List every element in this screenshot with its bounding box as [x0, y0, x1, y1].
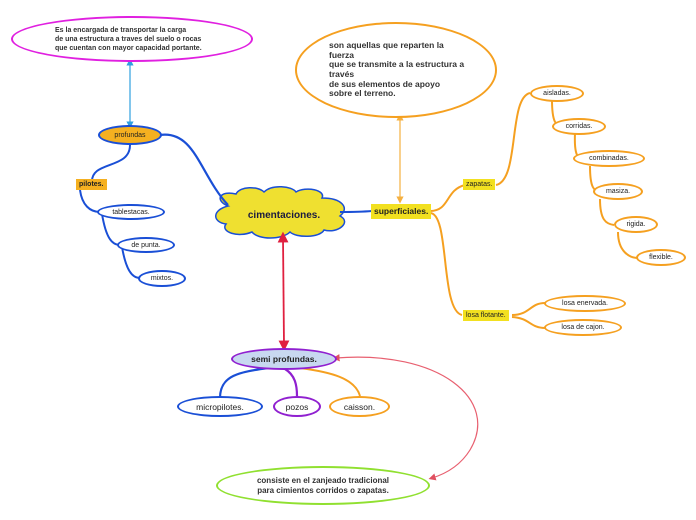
- semi-definition-text: consiste en el zanjeado tradicional para…: [256, 476, 390, 495]
- semi-item-label: micropilotes.: [196, 401, 244, 412]
- pilotes-item-label: mixtos.: [150, 275, 174, 282]
- superficiales-label: superficiales.: [374, 206, 429, 216]
- losa-item-cajon[interactable]: losa de cajon.: [544, 319, 622, 336]
- losa-item-enervada[interactable]: losa enervada.: [544, 295, 626, 312]
- pilotes-item-label: tablestacas.: [112, 208, 150, 216]
- superficiales-tag[interactable]: superficiales.: [371, 204, 432, 219]
- losa-flotante-tag[interactable]: losa flotante.: [463, 310, 509, 321]
- semi-item-label: pozos: [285, 401, 309, 412]
- zapatas-item-aisladas[interactable]: aisladas.: [530, 85, 584, 102]
- pilotes-tag[interactable]: pilotes.: [76, 179, 107, 190]
- central-cloud-shape: [215, 186, 346, 239]
- semi-item-pozos[interactable]: pozos: [273, 396, 321, 417]
- semi-item-micropilotes[interactable]: micropilotes.: [177, 396, 263, 417]
- zapatas-item-label: masiza.: [605, 188, 631, 195]
- pilotes-item-label: de punta.: [131, 241, 161, 249]
- profundas-definition[interactable]: Es la encargada de transportar la carga …: [11, 16, 253, 62]
- superficiales-definition-text: son aquellas que reparten la fuerza que …: [329, 40, 465, 99]
- losa-item-label: losa de cajon.: [561, 324, 605, 331]
- semi-profundas-label: semi profundas.: [251, 354, 317, 364]
- superficiales-definition[interactable]: son aquellas que reparten la fuerza que …: [295, 22, 497, 118]
- pilotes-label: pilotes.: [79, 181, 104, 188]
- losa-flotante-label: losa flotante.: [466, 312, 506, 319]
- semi-item-label: caisson.: [343, 401, 376, 412]
- pilotes-item-de-punta[interactable]: de punta.: [117, 237, 175, 253]
- central-label: cimentaciones.: [247, 209, 321, 221]
- zapatas-item-label: corridas.: [565, 123, 593, 130]
- zapatas-item-flexible[interactable]: flexible.: [636, 249, 686, 266]
- zapatas-item-rigida[interactable]: rigida.: [614, 216, 658, 233]
- losa-item-label: losa enervada.: [562, 300, 608, 307]
- profundas-label: profundas: [114, 131, 146, 139]
- pilotes-item-tablestacas[interactable]: tablestacas.: [97, 204, 165, 220]
- pilotes-item-mixtos[interactable]: mixtos.: [138, 270, 186, 287]
- zapatas-item-label: aisladas.: [543, 90, 571, 97]
- central-node[interactable]: cimentaciones.: [226, 198, 342, 232]
- zapatas-label: zapatas.: [466, 181, 493, 188]
- zapatas-item-combinadas[interactable]: combinadas.: [573, 150, 645, 167]
- semi-definition[interactable]: consiste en el zanjeado tradicional para…: [216, 466, 430, 505]
- zapatas-tag[interactable]: zapatas.: [463, 179, 496, 190]
- semi-profundas-node[interactable]: semi profundas.: [231, 348, 337, 370]
- profundas-node[interactable]: profundas: [98, 125, 162, 145]
- profundas-definition-text: Es la encargada de transportar la carga …: [55, 26, 202, 52]
- zapatas-item-label: combinadas.: [589, 155, 629, 162]
- semi-item-caisson[interactable]: caisson.: [329, 396, 390, 417]
- zapatas-item-masiza[interactable]: masiza.: [593, 183, 643, 200]
- zapatas-item-corridas[interactable]: corridas.: [552, 118, 606, 135]
- zapatas-item-label: rigida.: [626, 221, 646, 228]
- zapatas-item-label: flexible.: [649, 254, 673, 261]
